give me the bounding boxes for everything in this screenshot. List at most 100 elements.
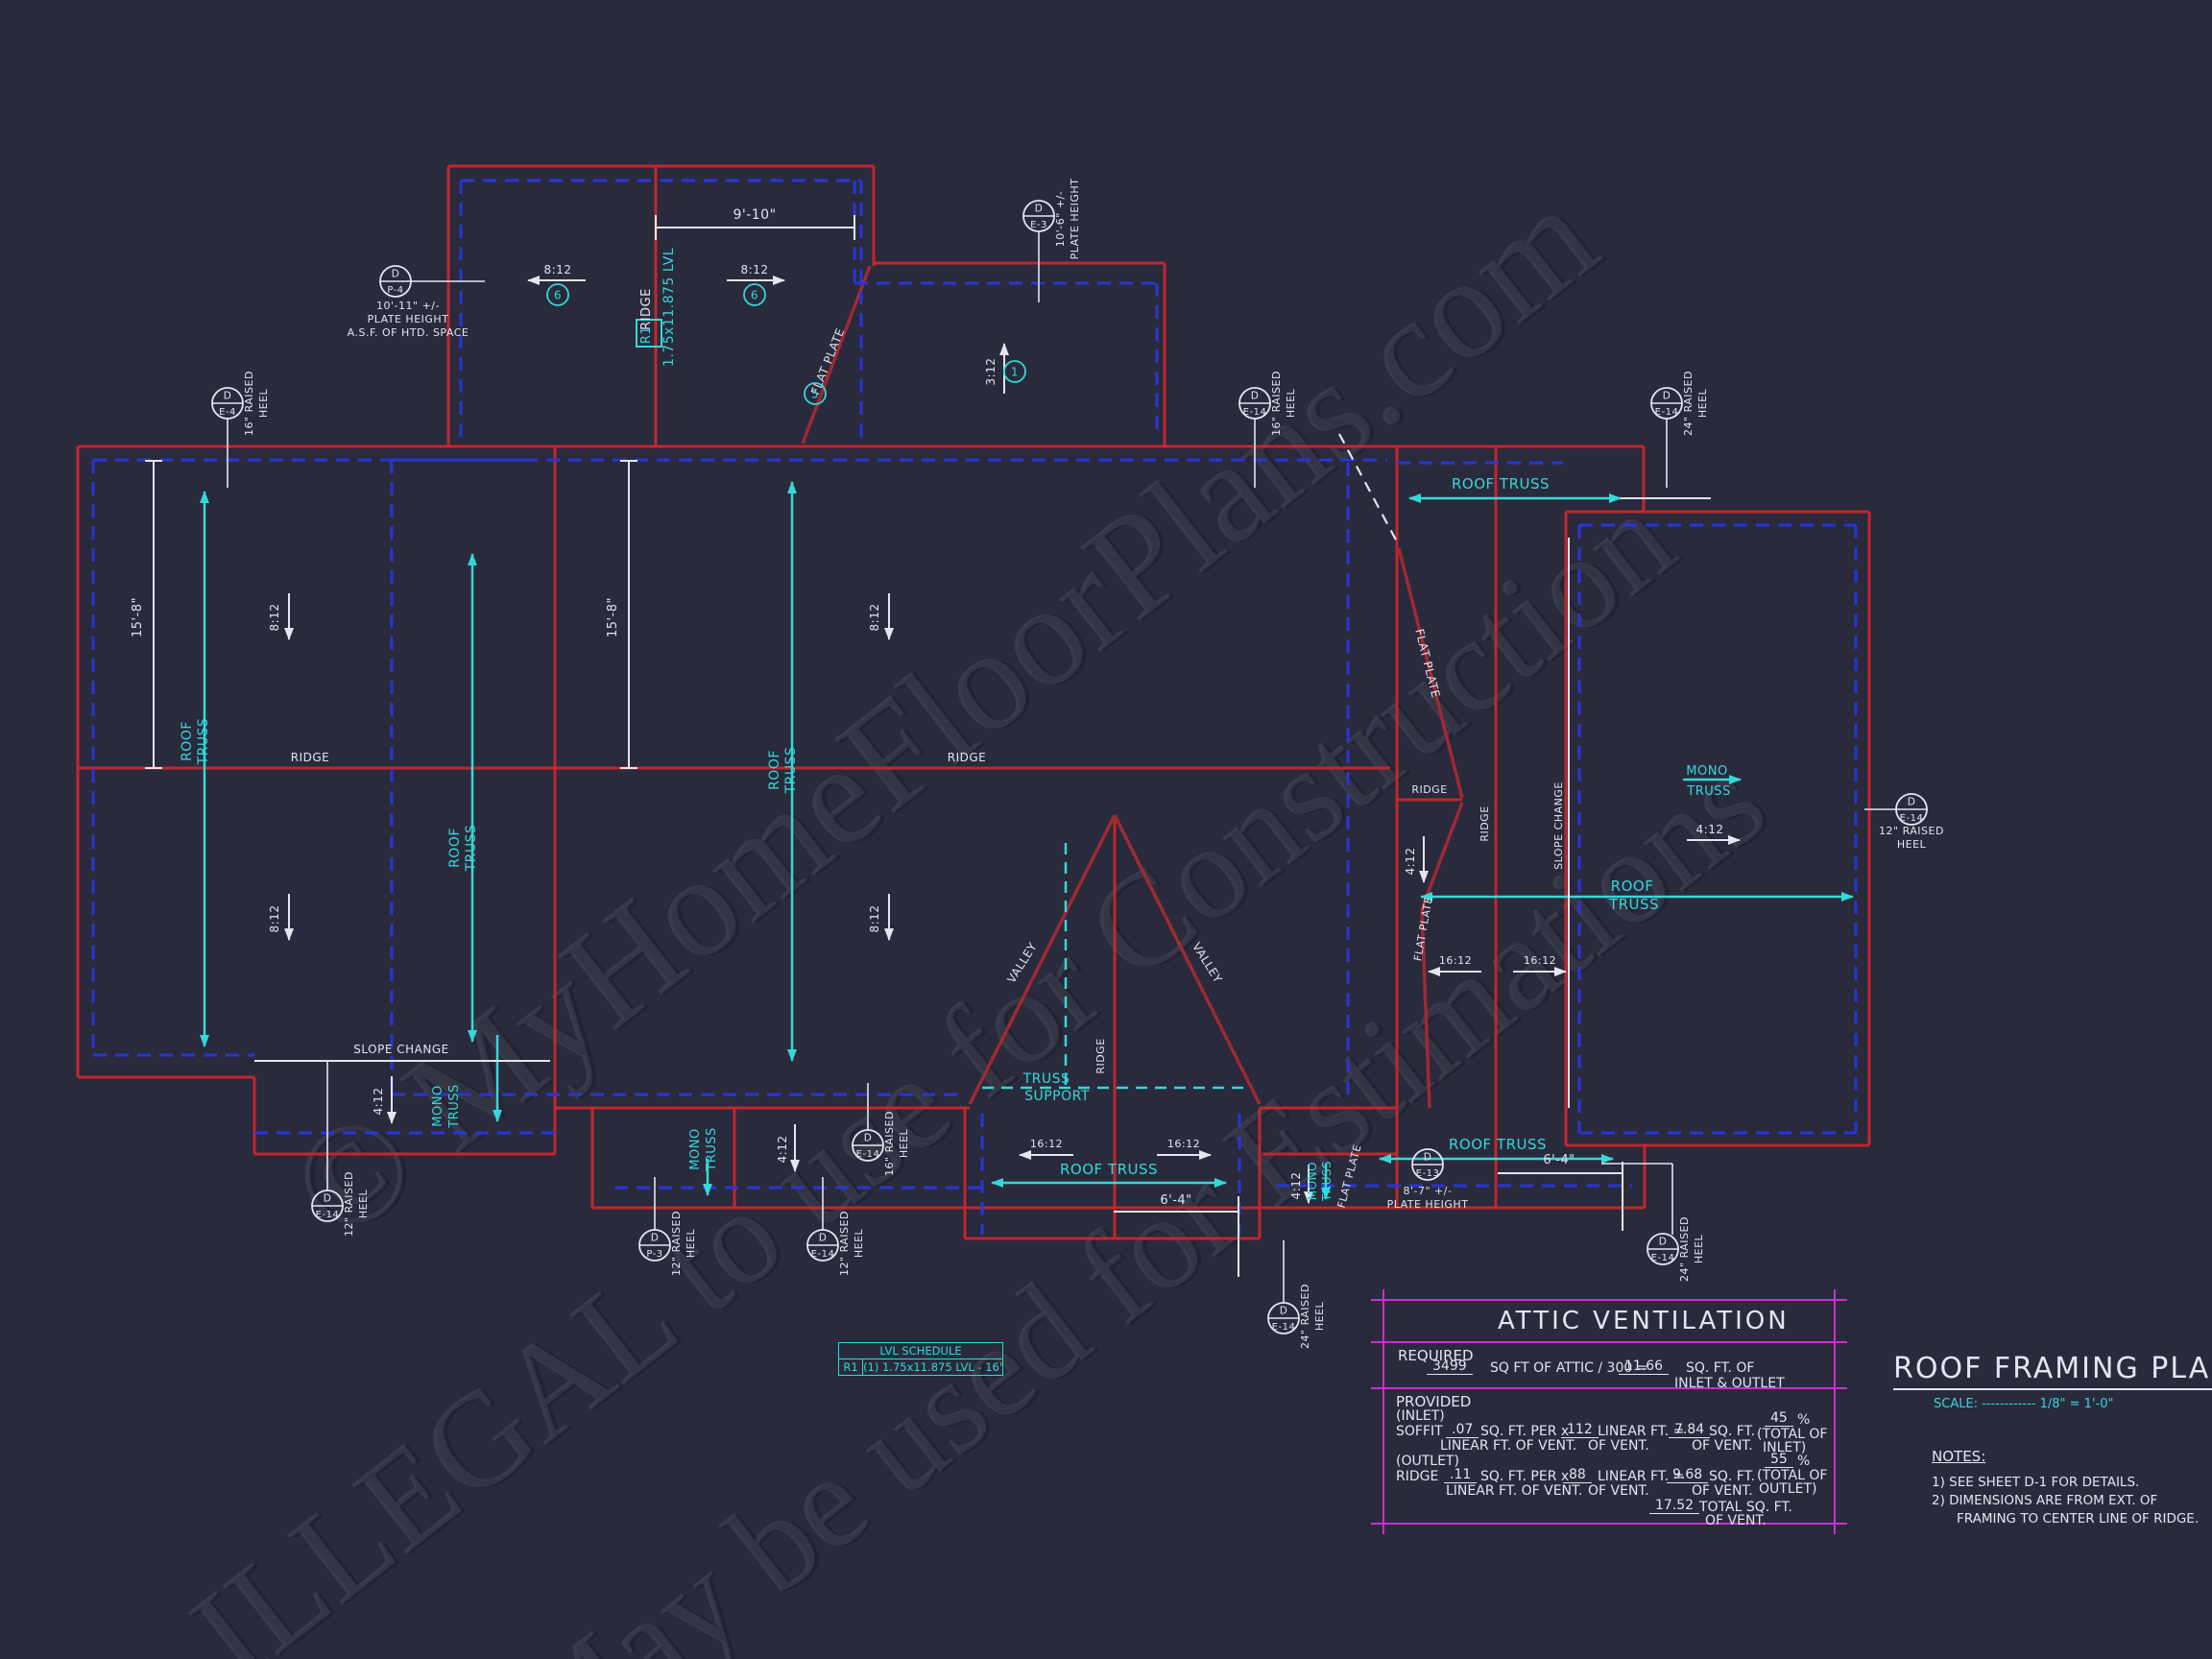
callout-detail-number: E-14 bbox=[316, 1210, 340, 1220]
callout-sheet-letter: D bbox=[1424, 1152, 1432, 1164]
plan-label: RIDGE bbox=[1411, 783, 1447, 796]
callout-detail-number: E-13 bbox=[1416, 1168, 1440, 1179]
plan-label: TRUSS bbox=[1320, 1161, 1334, 1202]
attic-title: ATTIC VENTILATION bbox=[1498, 1307, 1790, 1335]
callout-note: 16" RAISED bbox=[243, 371, 255, 436]
slope-arrows-white bbox=[284, 276, 1741, 1204]
callout-note: PLATE HEIGHT bbox=[368, 313, 449, 325]
plan-label: 3:12 bbox=[984, 358, 998, 386]
callout-detail-number: E-14 bbox=[1900, 813, 1924, 824]
callout-note: HEEL bbox=[1693, 1234, 1705, 1263]
note-2b: FRAMING TO CENTER LINE OF RIDGE. bbox=[1957, 1511, 2200, 1527]
plan-label: TRUSS bbox=[447, 1084, 462, 1129]
plan-label: VALLEY bbox=[1190, 940, 1225, 985]
plan-label: 8:12 bbox=[268, 905, 281, 933]
callout-note: 8'-7" +/- bbox=[1404, 1185, 1453, 1197]
plan-label: FLAT PLATE bbox=[808, 326, 848, 397]
truss-lines-cyan bbox=[200, 319, 1854, 1200]
callout-note: A.S.F. OF HTD. SPACE bbox=[348, 326, 469, 339]
soffit-per: SQ. FT. PER x bbox=[1480, 1424, 1570, 1439]
plan-label: MONO bbox=[688, 1128, 703, 1169]
plan-label: TRUSS bbox=[1608, 896, 1659, 913]
inlet-pct-sign: % bbox=[1797, 1412, 1811, 1428]
callout-note: 10'-11" +/- bbox=[376, 300, 440, 312]
ridge-row-label: RIDGE bbox=[1396, 1469, 1439, 1484]
callout-detail-number: E-14 bbox=[1272, 1322, 1296, 1333]
required-vent-value: 11.66 bbox=[1619, 1358, 1670, 1375]
plan-label: RIDGE bbox=[291, 751, 330, 764]
dimension-lines-white bbox=[145, 215, 1711, 1277]
callout-note: HEEL bbox=[1897, 838, 1927, 851]
truss-support-dashed-cyan bbox=[982, 843, 1245, 1090]
callout-sheet-letter: D bbox=[1659, 1237, 1668, 1248]
keynote-number: 5 bbox=[811, 388, 819, 401]
soffit-units: SQ. FT. bbox=[1709, 1424, 1755, 1439]
plan-label: RIDGE bbox=[639, 288, 654, 330]
plan-label: ROOF TRUSS bbox=[1452, 475, 1550, 493]
plan-label: 4:12 bbox=[372, 1088, 385, 1116]
plan-label: 15'-8" bbox=[131, 597, 145, 637]
provided-label: PROVIDED bbox=[1396, 1393, 1472, 1410]
callout-detail-number: P-4 bbox=[387, 285, 403, 296]
plan-label: 4:12 bbox=[1404, 848, 1417, 876]
plan-label: MONO bbox=[1686, 764, 1727, 779]
plan-label: ROOF bbox=[767, 750, 782, 790]
callout-note: HEEL bbox=[898, 1128, 910, 1158]
note-1: 1) SEE SHEET D-1 FOR DETAILS. bbox=[1932, 1475, 2140, 1490]
plan-label: 8:12 bbox=[868, 905, 881, 933]
lvl-desc-cell: (1) 1.75x11.875 LVL - 16' bbox=[863, 1360, 1002, 1374]
callout-detail-number: E-14 bbox=[811, 1249, 835, 1260]
total-vent-label-2: OF VENT. bbox=[1705, 1513, 1767, 1528]
outlet-total-close: OUTLET) bbox=[1759, 1481, 1817, 1497]
plan-label: 4:12 bbox=[1696, 823, 1724, 836]
notes-title: NOTES: bbox=[1932, 1448, 1986, 1465]
plan-label: VALLEY bbox=[1004, 940, 1040, 985]
plan-label: 8:12 bbox=[544, 263, 572, 276]
callout-note: HEEL bbox=[1696, 388, 1709, 418]
callout-note: 12" RAISED bbox=[670, 1211, 683, 1276]
callout-note: 16" RAISED bbox=[1270, 371, 1283, 436]
callout-sheet-letter: D bbox=[1035, 204, 1044, 215]
soffit-area: 7.84 bbox=[1669, 1422, 1711, 1438]
ridge-length: 88 bbox=[1563, 1467, 1592, 1483]
callout-note: PLATE HEIGHT bbox=[1069, 179, 1081, 260]
keynote-number: 6 bbox=[751, 289, 758, 302]
valley-hip-lines bbox=[801, 265, 1464, 1109]
callout-detail-number: E-14 bbox=[1243, 407, 1267, 418]
plan-label: ROOF TRUSS bbox=[1449, 1136, 1547, 1153]
required-units-2: INLET & OUTLET bbox=[1674, 1376, 1785, 1391]
callout-note: 10'-6" +/- bbox=[1054, 191, 1067, 247]
page-title: ROOF FRAMING PLAN bbox=[1893, 1352, 2212, 1390]
plan-label: TRUSS bbox=[783, 747, 799, 795]
callout-detail-number: E-14 bbox=[1655, 407, 1679, 418]
callout-note: 12" RAISED bbox=[838, 1211, 851, 1276]
plan-label: MONO bbox=[431, 1085, 445, 1126]
callout-sheet-letter: D bbox=[324, 1193, 332, 1205]
required-formula: SQ FT OF ATTIC / 300 = bbox=[1490, 1360, 1648, 1376]
plan-label: 16:12 bbox=[1524, 954, 1556, 967]
notes-block: NOTES: 1) SEE SHEET D-1 FOR DETAILS. 2) … bbox=[1932, 1448, 2199, 1528]
callout-detail-number: E-14 bbox=[856, 1149, 880, 1160]
table-border bbox=[1371, 1299, 1847, 1301]
soffit-label: SOFFIT bbox=[1396, 1424, 1443, 1439]
plan-label: 16:12 bbox=[1030, 1138, 1063, 1150]
ridge-eq: LINEAR FT. = bbox=[1598, 1469, 1685, 1484]
soffit-eq: LINEAR FT. = bbox=[1598, 1424, 1685, 1439]
callout-detail-number: E-3 bbox=[1030, 220, 1047, 230]
ridge-area: 9.68 bbox=[1667, 1467, 1709, 1483]
plan-label: 6'-4" bbox=[1160, 1193, 1191, 1208]
ridge-units: SQ. FT. bbox=[1709, 1469, 1755, 1484]
plan-label: ROOF bbox=[180, 721, 195, 761]
callout-detail-number: P-3 bbox=[646, 1249, 662, 1260]
callout-note: 24" RAISED bbox=[1678, 1216, 1691, 1282]
plan-label: FLAT PLATE bbox=[1411, 896, 1435, 962]
keynote-circle bbox=[546, 283, 569, 306]
plan-label: SLOPE CHANGE bbox=[1552, 781, 1565, 870]
callout-note: HEEL bbox=[357, 1189, 370, 1218]
plan-label: SLOPE CHANGE bbox=[353, 1043, 448, 1056]
soffit-sub2: OF VENT. bbox=[1588, 1438, 1649, 1454]
callout-note: 16" RAISED bbox=[883, 1111, 896, 1176]
